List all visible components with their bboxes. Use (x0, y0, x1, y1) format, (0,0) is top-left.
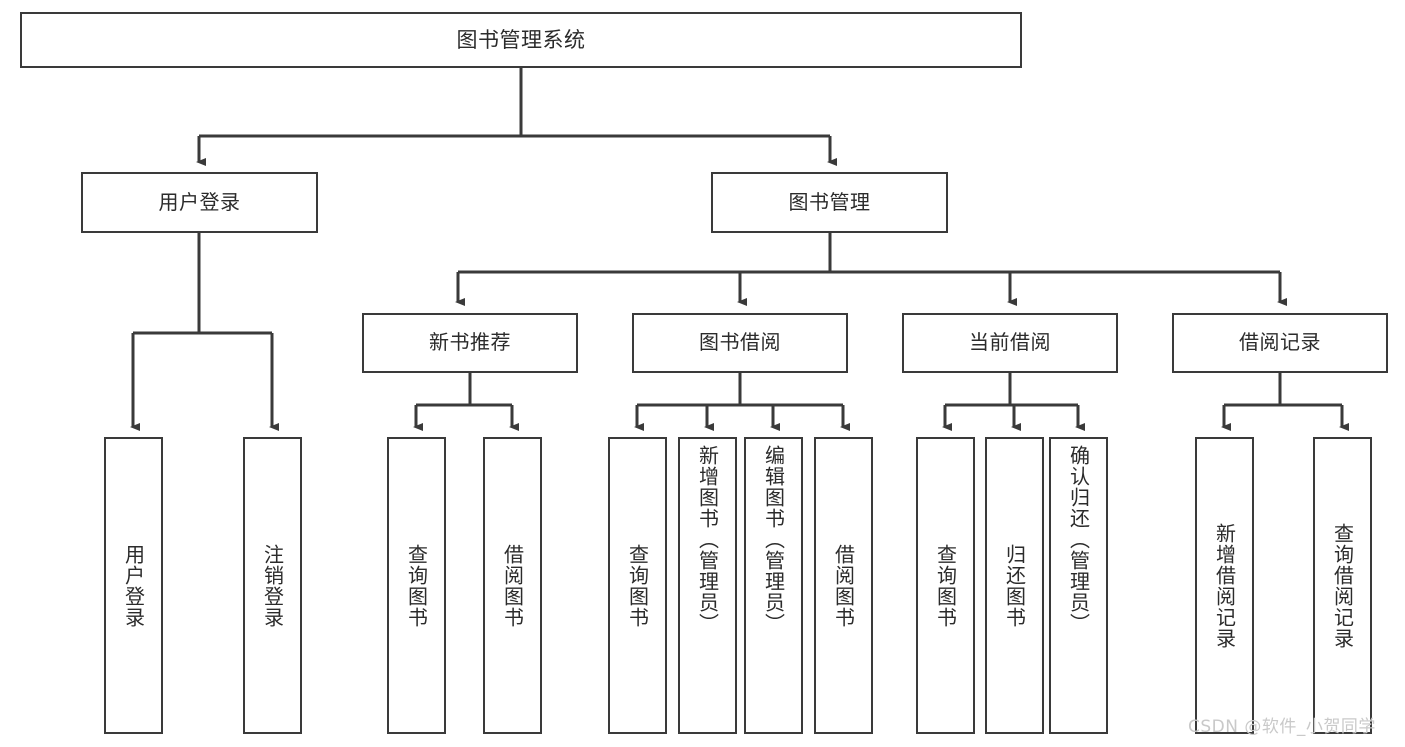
node-leaf-edit-book[interactable]: 编辑图书（管理员） (744, 437, 803, 734)
node-label: 确认归还（管理员） (1066, 445, 1091, 634)
node-label: 新增图书（管理员） (695, 445, 720, 634)
node-label: 查询图书 (625, 543, 650, 628)
node-book-manage[interactable]: 图书管理 (711, 172, 948, 233)
node-label: 查询借阅记录 (1330, 522, 1355, 649)
node-borrow-record[interactable]: 借阅记录 (1172, 313, 1388, 373)
node-label: 新书推荐 (429, 330, 511, 355)
node-current-borrow[interactable]: 当前借阅 (902, 313, 1118, 373)
node-label: 新增借阅记录 (1212, 522, 1237, 649)
node-label: 借阅图书 (500, 543, 525, 628)
node-label: 编辑图书（管理员） (761, 445, 786, 634)
node-label: 用户登录 (121, 543, 146, 628)
node-label: 注销登录 (260, 543, 285, 628)
node-leaf-user-login[interactable]: 用户登录 (104, 437, 163, 734)
node-label: 用户登录 (158, 189, 241, 214)
node-book-borrow[interactable]: 图书借阅 (632, 313, 848, 373)
node-new-book-recommend[interactable]: 新书推荐 (362, 313, 578, 373)
node-leaf-add-book[interactable]: 新增图书（管理员） (678, 437, 737, 734)
csdn-watermark: CSDN @软件_小贺同学 (1188, 717, 1376, 737)
node-label: 借阅图书 (831, 543, 856, 628)
node-leaf-query-book-recommend[interactable]: 查询图书 (387, 437, 446, 734)
node-leaf-query-book-current[interactable]: 查询图书 (916, 437, 975, 734)
node-leaf-add-record[interactable]: 新增借阅记录 (1195, 437, 1254, 734)
node-leaf-confirm-return[interactable]: 确认归还（管理员） (1049, 437, 1108, 734)
node-label: 图书管理系统 (456, 27, 586, 52)
node-leaf-return-book[interactable]: 归还图书 (985, 437, 1044, 734)
node-label: 图书借阅 (699, 330, 781, 355)
node-leaf-user-logout[interactable]: 注销登录 (243, 437, 302, 734)
node-leaf-query-record[interactable]: 查询借阅记录 (1313, 437, 1372, 734)
node-label: 查询图书 (933, 543, 958, 628)
node-user-login[interactable]: 用户登录 (81, 172, 318, 233)
node-leaf-borrow-book-recommend[interactable]: 借阅图书 (483, 437, 542, 734)
node-label: 查询图书 (404, 543, 429, 628)
node-root-system[interactable]: 图书管理系统 (20, 12, 1022, 68)
node-leaf-borrow-book[interactable]: 借阅图书 (814, 437, 873, 734)
node-label: 借阅记录 (1239, 330, 1321, 355)
node-leaf-query-book-borrow[interactable]: 查询图书 (608, 437, 667, 734)
node-label: 归还图书 (1002, 543, 1027, 628)
node-label: 当前借阅 (969, 330, 1051, 355)
node-label: 图书管理 (788, 189, 871, 214)
